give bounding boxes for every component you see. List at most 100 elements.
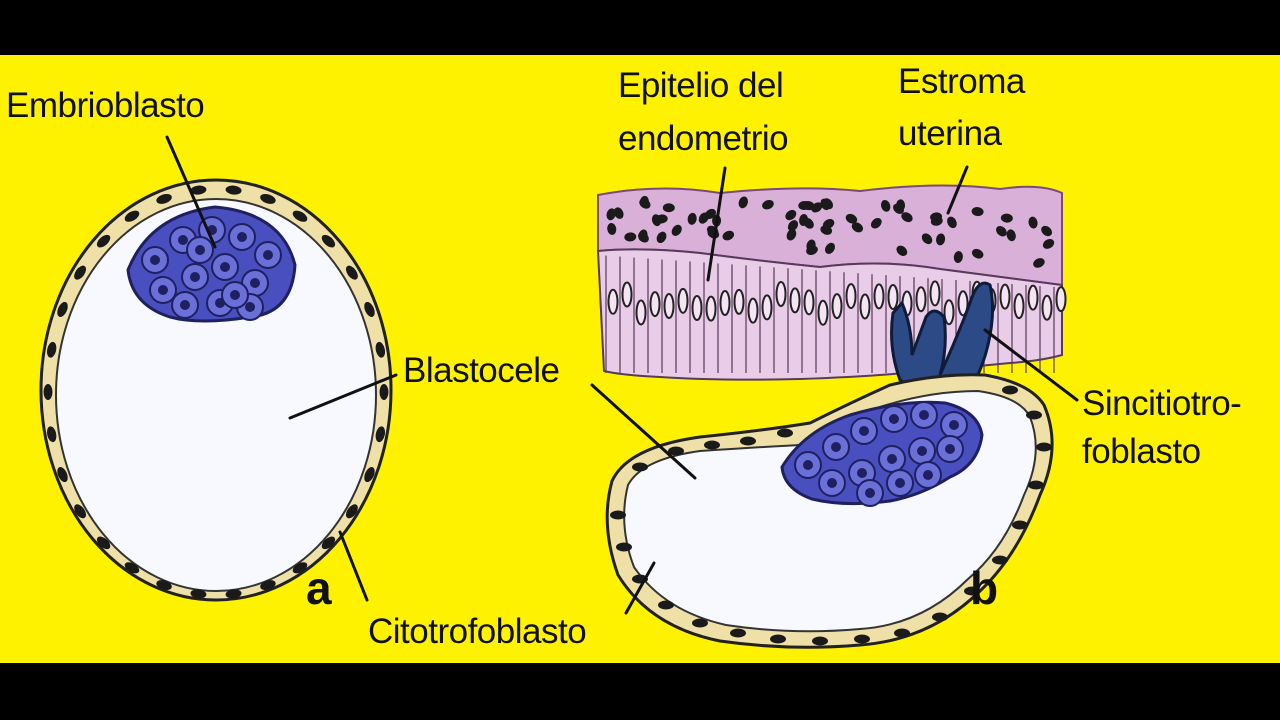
stroma-nucleus: [1042, 238, 1055, 249]
embryoblast-nucleus: [887, 454, 897, 464]
stroma-nucleus: [930, 216, 943, 226]
stroma-nucleus: [921, 233, 933, 245]
embryoblast-nucleus: [919, 410, 929, 420]
cytotrophoblast-nucleus: [156, 193, 172, 204]
stroma-nucleus: [822, 218, 835, 229]
pointer-blastocele-a: [288, 373, 398, 420]
label-estroma-line1: Estroma: [898, 62, 1025, 101]
stroma-nucleus: [786, 229, 797, 241]
epithelium-nucleus: [691, 295, 703, 322]
stroma-nucleus: [851, 222, 864, 233]
stroma-nucleus: [996, 226, 1007, 237]
embryoblast-nucleus: [195, 245, 205, 255]
cytotrophoblast-nucleus: [812, 636, 828, 646]
stroma-nucleus: [607, 222, 617, 235]
epithelium-nucleus: [621, 281, 633, 308]
diagram-stage: Embrioblasto Epitelio del endometrio Est…: [0, 55, 1280, 663]
embryoblast-nucleus: [923, 470, 933, 480]
label-blastocele: Blastocele: [403, 351, 560, 390]
cytotrophoblast-nucleus: [854, 634, 870, 644]
cytotrophoblast-nucleus: [375, 426, 386, 443]
pointer-sincitiotrofoblasto: [983, 328, 1079, 402]
embryoblast-nucleus: [857, 468, 867, 478]
pointer-estroma: [946, 165, 969, 215]
epithelium-nucleus: [929, 280, 941, 307]
label-sincitio-line1: Sincitiotro-: [1082, 384, 1242, 423]
stroma-nucleus: [947, 216, 957, 229]
stroma-nucleus: [1033, 258, 1045, 268]
cytotrophoblast-nucleus: [124, 210, 140, 222]
panel-a-blastocyst: [39, 178, 393, 602]
cytotrophoblast-nucleus: [364, 467, 375, 483]
embryoblast-nucleus: [945, 444, 955, 454]
cytotrophoblast-nucleus: [1012, 520, 1028, 530]
stroma-nucleus: [671, 224, 682, 236]
stroma-nucleus: [738, 196, 748, 209]
embryoblast-nucleus: [245, 302, 255, 312]
epithelium-nucleus: [803, 289, 815, 316]
epithelium-nucleus: [649, 291, 661, 318]
stroma-nucleus: [953, 251, 963, 263]
stroma-nucleus: [799, 214, 809, 226]
cytotrophoblast-nucleus: [43, 384, 53, 400]
epithelium-nucleus: [873, 283, 885, 310]
cytotrophoblast-nucleus: [124, 562, 140, 574]
cytotrophoblast-nucleus: [379, 384, 389, 400]
cytotrophoblast-nucleus: [658, 600, 674, 610]
epithelium-nucleus: [677, 287, 689, 314]
epithelium-nucleus: [747, 297, 759, 324]
epithelium-nucleus: [607, 288, 619, 315]
cytotrophoblast-nucleus: [190, 589, 207, 599]
panel-letter-a: a: [306, 562, 332, 614]
stroma-nucleus: [651, 214, 662, 227]
pointer-citotrofoblasto-b: [624, 561, 656, 615]
epithelium-nucleus: [831, 293, 843, 320]
stroma-nucleus: [870, 218, 882, 229]
pointer-epitelio: [706, 166, 727, 282]
stroma-nucleus: [787, 220, 799, 232]
cytotrophoblast-nucleus: [292, 562, 308, 574]
epithelium-nucleus: [817, 299, 829, 326]
embryoblast-nucleus: [917, 446, 927, 456]
embryoblast-nucleus: [865, 488, 875, 498]
stroma-nucleus: [639, 198, 651, 209]
cytotrophoblast-nucleus: [345, 265, 358, 280]
cytotrophoblast-nucleus: [1026, 410, 1042, 420]
embryoblast-nucleus: [895, 478, 905, 488]
cytotrophoblast-nucleus: [1028, 480, 1044, 490]
embryoblast-nucleus: [263, 250, 273, 260]
stroma-nucleus: [638, 232, 649, 243]
cytotrophoblast-nucleus: [932, 612, 948, 622]
cytotrophoblast-nucleus: [345, 504, 358, 519]
stroma-nucleus: [1000, 213, 1013, 223]
embryoblast-nucleus: [178, 235, 188, 245]
stroma-nucleus: [825, 242, 835, 254]
epithelium-nucleus: [775, 281, 787, 308]
cytotrophoblast-nucleus: [321, 234, 336, 248]
pointer-embrioblasto: [165, 135, 217, 249]
stroma-nucleus: [971, 248, 984, 259]
blastocele-a-cavity: [55, 198, 377, 592]
cytotrophoblast-nucleus: [730, 628, 746, 638]
cytotrophoblast-nucleus: [74, 265, 87, 280]
cytotrophoblast-nucleus: [1002, 385, 1018, 395]
epithelium-nucleus: [1013, 293, 1025, 320]
epithelium-nucleus: [1041, 294, 1053, 321]
stroma-nucleus: [613, 207, 624, 219]
cytotrophoblast-nuclei-b: [610, 385, 1052, 646]
epithelium-nucleus: [663, 293, 675, 320]
embryoblast-nucleus: [150, 255, 160, 265]
stroma-nucleus: [901, 212, 913, 223]
cytotrophoblast-nucleus: [964, 586, 980, 596]
stroma-nucleus: [662, 203, 675, 213]
stroma-nucleus: [762, 199, 774, 210]
epithelium-nucleus: [887, 284, 899, 311]
label-estroma-line2: uterina: [898, 114, 1002, 153]
cytotrophoblast-nucleus: [632, 462, 648, 472]
stroma-nucleus: [785, 209, 797, 221]
embryoblast-nucleus: [250, 278, 260, 288]
stroma-nucleus: [820, 198, 831, 211]
stroma-nucleus: [806, 245, 818, 256]
epithelium-nucleus: [733, 288, 745, 315]
cytotrophoblast-nucleus: [692, 618, 708, 628]
